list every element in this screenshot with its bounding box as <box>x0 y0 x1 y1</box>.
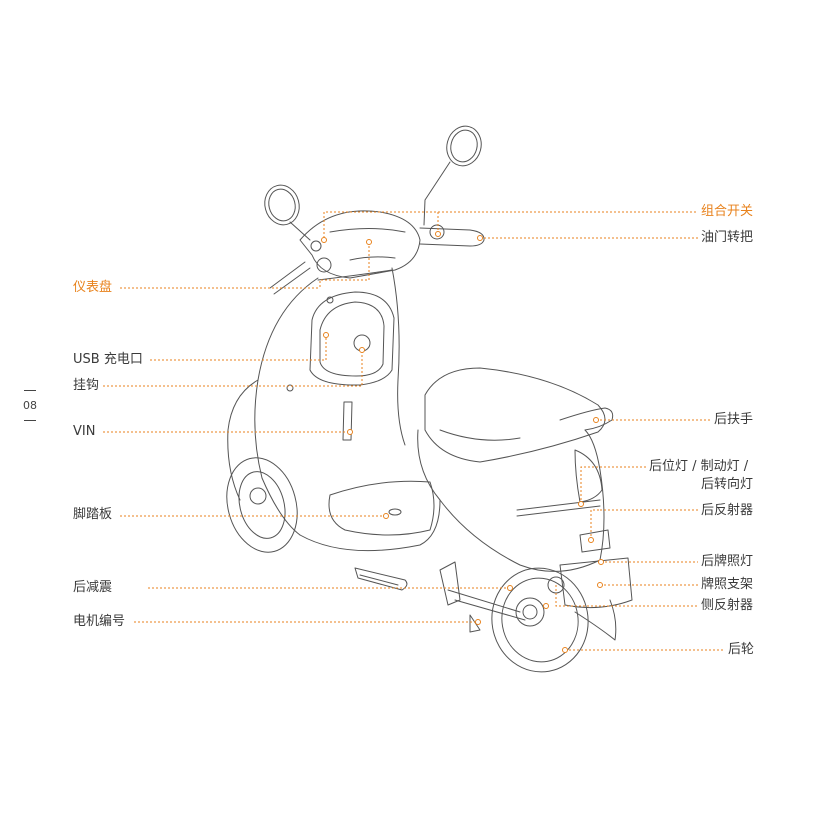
leader-usb <box>150 335 327 361</box>
label-license-light: 后牌照灯 <box>701 554 754 569</box>
dot-combo-switch-left <box>321 237 327 243</box>
label-license-bracket: 牌照支架 <box>701 577 754 592</box>
dot-footboard <box>383 513 389 519</box>
leader-rear-lights <box>580 466 646 504</box>
dot-motor-number <box>475 619 481 625</box>
label-usb: USB 充电口 <box>73 352 143 367</box>
page-number-bottom-rule <box>24 420 36 421</box>
label-hook: 挂钩 <box>73 378 100 393</box>
label-motor-number: 电机编号 <box>73 614 126 629</box>
dot-license-light <box>598 559 604 565</box>
label-vin: VIN <box>73 424 96 439</box>
dot-rear-reflector <box>588 537 594 543</box>
page-number-top-rule <box>24 390 36 391</box>
dot-license-bracket <box>597 582 603 588</box>
dot-vin <box>347 429 353 435</box>
anchor-dots <box>321 231 604 653</box>
dot-hook <box>359 347 365 353</box>
dot-usb <box>323 332 329 338</box>
dot-rear-shock <box>507 585 513 591</box>
label-dashboard: 仪表盘 <box>73 280 113 295</box>
dot-side-reflector <box>543 603 549 609</box>
leader-license-light <box>590 509 698 563</box>
dot-throttle <box>477 235 483 241</box>
label-footboard: 脚踏板 <box>73 507 113 522</box>
page-number-marker: 08 <box>22 390 38 421</box>
label-rear-reflector: 后反射器 <box>701 503 754 518</box>
leader-lines <box>103 211 724 651</box>
page-number: 08 <box>23 399 37 412</box>
leader-combo-switch <box>323 211 698 238</box>
label-rear-wheel: 后轮 <box>728 642 755 657</box>
leader-side-reflector <box>555 585 698 607</box>
dot-rear-handle <box>593 417 599 423</box>
dot-combo-switch-right <box>435 231 441 237</box>
dot-rear-wheel <box>562 647 568 653</box>
leader-dashboard <box>120 242 370 289</box>
dot-dashboard <box>366 239 372 245</box>
label-rear-lights-line2: 后转向灯 <box>701 477 754 492</box>
label-side-reflector: 侧反射器 <box>701 598 754 613</box>
dot-rear-lights <box>578 501 584 507</box>
label-combo-switch: 组合开关 <box>701 204 754 219</box>
label-throttle: 油门转把 <box>701 230 754 245</box>
scooter-illustration <box>226 125 633 673</box>
label-rear-handle: 后扶手 <box>714 412 754 427</box>
label-rear-lights-line1: 后位灯 / 制动灯 / <box>649 459 749 474</box>
label-rear-shock: 后减震 <box>73 580 113 595</box>
